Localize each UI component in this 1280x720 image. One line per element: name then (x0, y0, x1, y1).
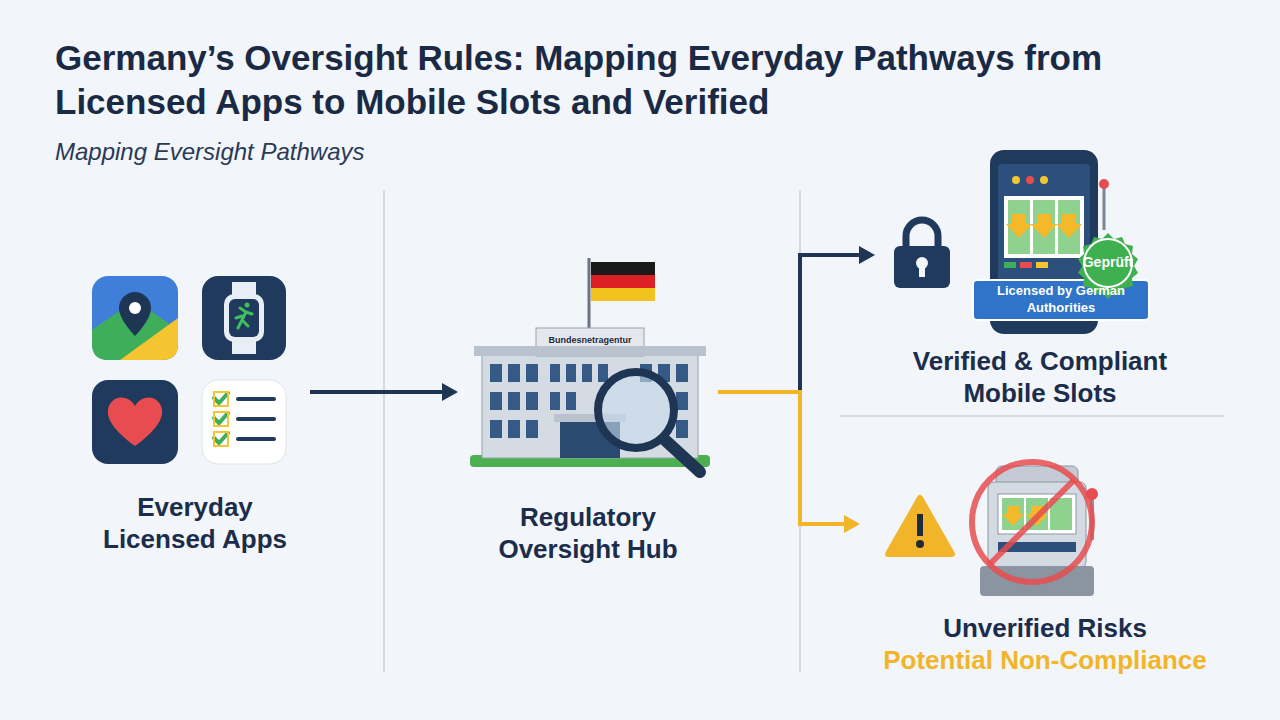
divider-line (840, 415, 1224, 417)
arrow-head (859, 246, 875, 264)
flow-arrow (718, 246, 875, 392)
node-group: Everyday Licensed Apps (80, 265, 310, 565)
text-label: Mapping Eversight Pathways (55, 138, 655, 166)
text-label: Bundesnetragentur (536, 335, 644, 345)
node-group: Unverified RisksPotential Non-Compliance (860, 430, 1230, 680)
building-illustration (470, 258, 710, 472)
node-group: Verified & Compliant Mobile Slots (875, 145, 1205, 415)
connector-line (718, 255, 865, 392)
phone-illustration (973, 150, 1149, 334)
divider-line (383, 190, 385, 672)
connector-line (310, 390, 448, 394)
node-label: Regulatory Oversight Hub (458, 501, 718, 565)
text-label: Geprüft (1076, 254, 1140, 270)
flow-arrow (718, 392, 860, 533)
watch-icon (202, 276, 286, 360)
arrow-head (442, 383, 458, 401)
diagram-title: Germany’s Oversight Rules: Mapping Every… (55, 36, 1185, 124)
map-icon (92, 276, 178, 360)
node-label: Verified & Compliant Mobile Slots (875, 345, 1205, 409)
node-label: Everyday Licensed Apps (80, 491, 310, 555)
heart-icon (92, 380, 178, 464)
warning-icon (888, 498, 952, 554)
node-group: Regulatory Oversight Hub (458, 255, 718, 565)
slot-machine-illustration (972, 462, 1098, 596)
text-label: Licensed by German Authorities (975, 282, 1147, 316)
padlock-icon (894, 220, 950, 288)
node-label: Potential Non-Compliance (883, 644, 1207, 676)
checklist-icon (202, 380, 286, 464)
node-label: Unverified Risks (943, 612, 1147, 644)
flow-arrow (310, 383, 458, 401)
connector-line (718, 392, 850, 524)
arrow-head (844, 515, 860, 533)
